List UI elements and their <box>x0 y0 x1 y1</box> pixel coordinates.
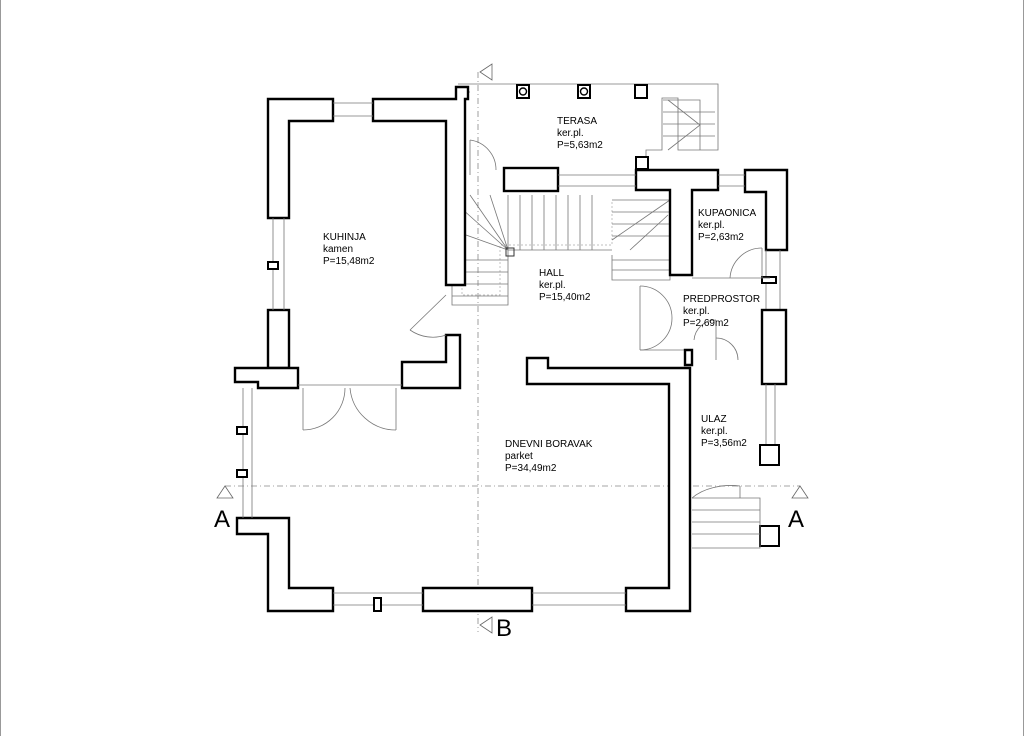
living-wall-bottom-mid <box>421 586 534 613</box>
terrace-column <box>516 84 530 99</box>
living-wall-right <box>525 356 692 613</box>
kitchen-wall-bottom-right <box>400 333 462 390</box>
section-label-a-left: A <box>214 506 230 533</box>
room-finish: ker.pl. <box>557 128 584 139</box>
entrance-area <box>691 384 780 549</box>
section-label-a-right: A <box>788 506 804 533</box>
room-area: P=3,56m2 <box>701 438 747 449</box>
kitchen-doors <box>302 139 497 431</box>
kitchen-wall-corner <box>233 366 300 390</box>
bathroom-wall-top-left <box>634 168 720 277</box>
room-label-kupaonica: KUPAONICA ker.pl. P=2,63m2 <box>698 208 756 243</box>
section-marker-b: B <box>479 63 512 642</box>
room-area: P=2,69m2 <box>683 318 729 329</box>
room-area: P=15,40m2 <box>539 292 591 303</box>
terrace-column <box>634 84 648 99</box>
room-finish: ker.pl. <box>698 220 725 231</box>
room-finish: parket <box>505 451 533 462</box>
room-name: DNEVNI BORAVAK <box>505 439 593 450</box>
room-label-predprostor: PREDPROSTOR ker.pl. P=2,69m2 <box>683 294 760 329</box>
room-label-hall: HALL ker.pl. P=15,40m2 <box>539 268 591 303</box>
room-finish: ker.pl. <box>701 426 728 437</box>
window-mullion <box>373 597 382 612</box>
living-window-left <box>236 388 253 518</box>
kitchen-wall-left-lower <box>266 308 291 370</box>
room-label-dnevni-boravak: DNEVNI BORAVAK parket P=34,49m2 <box>505 439 593 474</box>
room-area: P=2,63m2 <box>698 232 744 243</box>
room-name: KUPAONICA <box>698 208 756 219</box>
section-marker-a-left: A <box>214 485 234 533</box>
bathroom-openings <box>639 247 781 361</box>
predprostor-wall-right <box>760 308 788 386</box>
room-finish: ker.pl. <box>683 306 710 317</box>
room-label-ulaz: ULAZ ker.pl. P=3,56m2 <box>701 414 747 449</box>
terrace-column <box>577 84 591 99</box>
kitchen-wall-top-right <box>371 85 470 287</box>
room-name: ULAZ <box>701 414 727 425</box>
predprostor-wall-left-stub <box>683 348 694 367</box>
kitchen-windows <box>267 102 402 386</box>
section-marker-a-right: A <box>788 485 809 533</box>
room-label-terasa: TERASA ker.pl. P=5,63m2 <box>557 116 603 151</box>
room-finish: ker.pl. <box>539 280 566 291</box>
section-label-b: B <box>496 615 512 642</box>
room-label-kuhinja: KUHINJA kamen P=15,48m2 <box>323 232 375 267</box>
room-name: HALL <box>539 268 564 279</box>
terrace-outline <box>458 83 719 170</box>
room-area: P=34,49m2 <box>505 463 557 474</box>
room-name: KUHINJA <box>323 232 366 243</box>
terrace-column <box>635 156 649 170</box>
hall-wall-top-left <box>502 166 560 193</box>
room-finish: kamen <box>323 244 353 255</box>
room-area: P=15,48m2 <box>323 256 375 267</box>
kitchen-wall-left-upper <box>266 97 335 220</box>
room-area: P=5,63m2 <box>557 140 603 151</box>
room-name: PREDPROSTOR <box>683 294 760 305</box>
living-wall-left <box>235 516 335 613</box>
room-name: TERASA <box>557 116 597 127</box>
